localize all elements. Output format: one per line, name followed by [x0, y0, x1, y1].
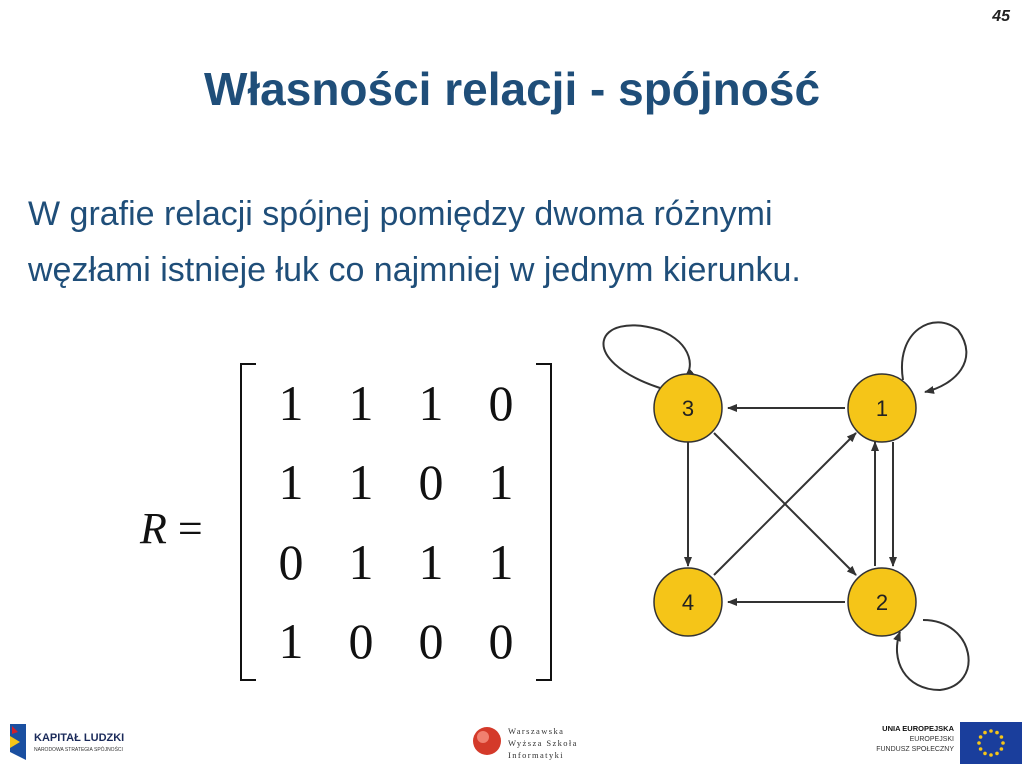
graph-node-1: 1 — [847, 373, 917, 443]
footer: KAPITAŁ LUDZKI NARODOWA STRATEGIA SPÓJNO… — [0, 718, 1024, 768]
graph-node-4: 4 — [653, 567, 723, 637]
matrix-cell: 0 — [278, 533, 304, 590]
matrix-cell: 1 — [348, 374, 374, 431]
node-label: 4 — [682, 590, 694, 615]
slide-title: Własności relacji - spójność — [203, 63, 821, 115]
matrix-right-bracket — [536, 363, 552, 681]
self-loop-3 — [602, 324, 695, 389]
matrix-left-bracket — [240, 363, 256, 681]
body-line-1: W grafie relacji spójnej pomiędzy dwoma … — [28, 195, 773, 233]
wwsi-line-1: Warszawska — [508, 726, 565, 736]
self-loop-2 — [893, 619, 970, 692]
graph-node-3: 3 — [653, 373, 723, 443]
kapital-ludzki-emblem-icon — [10, 724, 26, 760]
matrix-cell: 1 — [348, 454, 374, 511]
matrix-label: R = — [140, 503, 203, 554]
eu-line-2: EUROPEJSKI — [909, 736, 954, 743]
matrix-variable: R — [140, 504, 167, 553]
wwsi-line-2: Wyższa Szkoła — [508, 738, 578, 748]
matrix-cell: 0 — [348, 613, 374, 670]
relation-graph: 3 1 4 2 — [602, 321, 970, 692]
matrix-equals: = — [177, 504, 203, 553]
self-loop-1 — [900, 321, 968, 394]
body-line-2: węzłami istnieje łuk co najmniej w jedny… — [28, 251, 801, 289]
node-label: 2 — [876, 590, 888, 615]
matrix-grid: 1 1 1 0 1 1 0 1 0 1 1 1 1 0 0 0 — [256, 363, 536, 681]
wwsi-logo: Warszawska Wyższa Szkoła Informatyki — [472, 722, 612, 764]
graph-node-2: 2 — [847, 567, 917, 637]
kapital-ludzki-logo: KAPITAŁ LUDZKI NARODOWA STRATEGIA SPÓJNO… — [6, 722, 146, 764]
matrix-cell: 1 — [278, 374, 304, 431]
kapital-ludzki-title: KAPITAŁ LUDZKI — [34, 732, 125, 744]
matrix-cell: 1 — [418, 374, 444, 431]
matrix-cell: 1 — [488, 454, 514, 511]
matrix-cell: 1 — [488, 533, 514, 590]
page-number: 45 — [992, 8, 1010, 25]
eu-logo: UNIA EUROPEJSKA EUROPEJSKI FUNDUSZ SPOŁE… — [876, 722, 1022, 766]
matrix-cell: 1 — [418, 533, 444, 590]
wwsi-line-3: Informatyki — [508, 750, 564, 760]
eu-flag-icon — [960, 722, 1022, 764]
matrix-cell: 1 — [348, 533, 374, 590]
graph-nodes: 3 1 4 2 — [653, 373, 917, 637]
edge-4-1 — [713, 432, 857, 576]
matrix-cell: 1 — [278, 613, 304, 670]
kapital-ludzki-subtitle: NARODOWA STRATEGIA SPÓJNOŚCI — [34, 747, 123, 753]
node-label: 1 — [876, 396, 888, 421]
graph-edges — [602, 321, 970, 692]
wwsi-emblem-icon — [473, 727, 501, 755]
node-label: 3 — [682, 396, 694, 421]
matrix-cell: 0 — [418, 613, 444, 670]
matrix-cell: 0 — [418, 454, 444, 511]
matrix-cell: 0 — [488, 374, 514, 431]
matrix-cell: 0 — [488, 613, 514, 670]
eu-line-3: FUNDUSZ SPOŁECZNY — [876, 746, 954, 753]
eu-line-1: UNIA EUROPEJSKA — [882, 724, 954, 733]
relation-matrix: R = 1 1 1 0 1 1 0 1 0 1 1 1 1 0 0 0 — [140, 355, 560, 685]
matrix-cell: 1 — [278, 454, 304, 511]
body-text: W grafie relacji spójnej pomiędzy dwoma … — [28, 186, 1008, 298]
